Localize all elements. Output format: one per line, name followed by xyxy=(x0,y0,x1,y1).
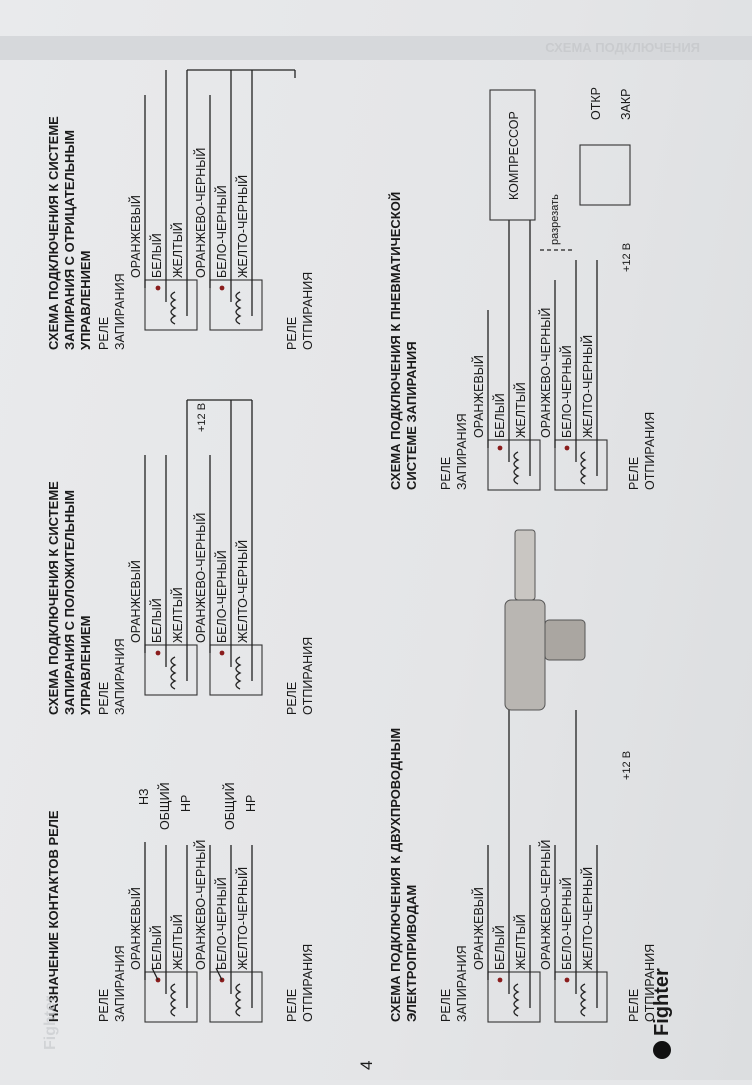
relay-lock-label-2: ЗАПИРАНИЯ xyxy=(113,945,127,1022)
section-relay-contacts: НАЗНАЧЕНИЕ КОНТАКТОВ РЕЛЕ РЕЛЕ ЗАПИРАНИЯ… xyxy=(46,782,315,1023)
contact-common: ОБЩИЙ xyxy=(157,782,172,830)
svg-text:РЕЛЕ: РЕЛЕ xyxy=(439,457,453,490)
brand-name: Fighter xyxy=(651,968,673,1036)
svg-text:ЗАПИРАНИЯ С ПОЛОЖИТЕЛЬНЫМ: ЗАПИРАНИЯ С ПОЛОЖИТЕЛЬНЫМ xyxy=(62,490,77,715)
close-label: ЗАКР xyxy=(619,88,633,120)
section-title: СХЕМА ПОДКЛЮЧЕНИЯ К СИСТЕМЕ xyxy=(46,481,61,715)
section-two-wire: СХЕМА ПОДКЛЮЧЕНИЯ К ДВУХПРОВОДНЫМ ЭЛЕКТР… xyxy=(388,529,657,1023)
svg-text:БЕЛО-ЧЕРНЫЙ: БЕЛО-ЧЕРНЫЙ xyxy=(214,550,229,643)
relay-lock-box xyxy=(144,971,198,1023)
svg-text:ЗАПИРАНИЯ: ЗАПИРАНИЯ xyxy=(455,945,469,1022)
relay-unlock-label-2: ОТПИРАНИЯ xyxy=(301,944,315,1022)
contact-no: НР xyxy=(179,795,193,812)
open-label: ОТКР xyxy=(589,87,603,120)
svg-text:ЖЕЛТЫЙ: ЖЕЛТЫЙ xyxy=(170,587,185,643)
section-positive-control: СХЕМА ПОДКЛЮЧЕНИЯ К СИСТЕМЕ ЗАПИРАНИЯ С … xyxy=(46,399,315,715)
relay-unlock-box xyxy=(209,644,263,696)
brand-logo: Fighter xyxy=(651,968,673,1059)
svg-text:СИСТЕМЕ ЗАПИРАНИЯ: СИСТЕМЕ ЗАПИРАНИЯ xyxy=(404,341,419,490)
svg-text:ОРАНЖЕВО-ЧЕРНЫЙ: ОРАНЖЕВО-ЧЕРНЫЙ xyxy=(193,513,208,643)
svg-text:УПРАВЛЕНИЕМ: УПРАВЛЕНИЕМ xyxy=(78,616,93,715)
cut-label: разрезать xyxy=(549,194,561,245)
svg-text:ЗАПИРАНИЯ: ЗАПИРАНИЯ xyxy=(113,273,127,350)
svg-text:БЕЛЫЙ: БЕЛЫЙ xyxy=(492,925,507,970)
supply-label: +12 В xyxy=(196,403,208,432)
svg-text:ОТПИРАНИЯ: ОТПИРАНИЯ xyxy=(643,944,657,1022)
svg-text:ЖЕЛТО-ЧЕРНЫЙ: ЖЕЛТО-ЧЕРНЫЙ xyxy=(235,175,250,278)
ghost-footer-text: Fighter xyxy=(42,996,59,1050)
section-title: НАЗНАЧЕНИЕ КОНТАКТОВ РЕЛЕ xyxy=(46,810,61,1022)
relay-unlock-box xyxy=(209,971,263,1023)
svg-text:ЭЛЕКТРОПРИВОДАМ: ЭЛЕКТРОПРИВОДАМ xyxy=(404,885,419,1022)
relay-coil xyxy=(170,983,177,1017)
contact-nc: НЗ xyxy=(137,788,151,805)
svg-text:ОРАНЖЕВО-ЧЕРНЫЙ: ОРАНЖЕВО-ЧЕРНЫЙ xyxy=(538,308,553,438)
svg-text:БЕЛЫЙ: БЕЛЫЙ xyxy=(149,598,164,643)
svg-text:ЗАПИРАНИЯ: ЗАПИРАНИЯ xyxy=(455,413,469,490)
svg-text:ЖЕЛТО-ЧЕРНЫЙ: ЖЕЛТО-ЧЕРНЫЙ xyxy=(580,335,595,438)
svg-text:БЕЛО-ЧЕРНЫЙ: БЕЛО-ЧЕРНЫЙ xyxy=(214,185,229,278)
relay-lock-label: РЕЛЕ xyxy=(97,989,111,1022)
wire-label-white-black: БЕЛО-ЧЕРНЫЙ xyxy=(214,877,229,970)
svg-text:ЗАПИРАНИЯ С ОТРИЦАТЕЛЬНЫМ: ЗАПИРАНИЯ С ОТРИЦАТЕЛЬНЫМ xyxy=(62,130,77,350)
svg-text:СХЕМА ПОДКЛЮЧЕНИЯ К СИСТЕМЕ: СХЕМА ПОДКЛЮЧЕНИЯ К СИСТЕМЕ xyxy=(46,116,61,350)
wire-label-orange-black: ОРАНЖЕВО-ЧЕРНЫЙ xyxy=(193,840,208,970)
page-number: 4 xyxy=(357,1061,376,1070)
svg-text:ЖЕЛТЫЙ: ЖЕЛТЫЙ xyxy=(513,382,528,438)
svg-text:РЕЛЕ: РЕЛЕ xyxy=(627,457,641,490)
compressor-box xyxy=(489,89,536,221)
svg-text:РЕЛЕ: РЕЛЕ xyxy=(627,989,641,1022)
svg-text:+12 В: +12 В xyxy=(621,243,633,272)
relay-unlock-label: РЕЛЕ xyxy=(285,989,299,1022)
svg-text:ОРАНЖЕВЫЙ: ОРАНЖЕВЫЙ xyxy=(128,195,143,278)
wire-label-yellow-black: ЖЕЛТО-ЧЕРНЫЙ xyxy=(235,867,250,970)
relay-lock-box xyxy=(144,644,198,696)
svg-text:ОТПИРАНИЯ: ОТПИРАНИЯ xyxy=(301,637,315,715)
wire-label-white: БЕЛЫЙ xyxy=(149,925,164,970)
actuator-drawing xyxy=(504,529,586,711)
svg-text:ЖЕЛТО-ЧЕРНЫЙ: ЖЕЛТО-ЧЕРНЫЙ xyxy=(235,540,250,643)
svg-text:ЖЕЛТО-ЧЕРНЫЙ: ЖЕЛТО-ЧЕРНЫЙ xyxy=(580,867,595,970)
svg-text:ЗАПИРАНИЯ: ЗАПИРАНИЯ xyxy=(113,638,127,715)
ghost-header-band xyxy=(0,36,752,60)
svg-text:БЕЛО-ЧЕРНЫЙ: БЕЛО-ЧЕРНЫЙ xyxy=(559,345,574,438)
svg-text:УПРАВЛЕНИЕМ: УПРАВЛЕНИЕМ xyxy=(78,251,93,350)
svg-text:РЕЛЕ: РЕЛЕ xyxy=(97,317,111,350)
svg-text:ОРАНЖЕВЫЙ: ОРАНЖЕВЫЙ xyxy=(128,560,143,643)
wire-label-yellow: ЖЕЛТЫЙ xyxy=(170,914,185,970)
svg-text:ЖЕЛТЫЙ: ЖЕЛТЫЙ xyxy=(513,914,528,970)
svg-text:БЕЛЫЙ: БЕЛЫЙ xyxy=(492,393,507,438)
svg-text:ОРАНЖЕВЫЙ: ОРАНЖЕВЫЙ xyxy=(471,887,486,970)
svg-text:ОРАНЖЕВЫЙ: ОРАНЖЕВЫЙ xyxy=(471,355,486,438)
svg-text:+12 В: +12 В xyxy=(621,751,633,780)
svg-text:РЕЛЕ: РЕЛЕ xyxy=(97,682,111,715)
svg-text:ОРАНЖЕВО-ЧЕРНЫЙ: ОРАНЖЕВО-ЧЕРНЫЙ xyxy=(538,840,553,970)
valve-box xyxy=(579,144,631,206)
svg-text:ОРАНЖЕВО-ЧЕРНЫЙ: ОРАНЖЕВО-ЧЕРНЫЙ xyxy=(193,148,208,278)
svg-text:РЕЛЕ: РЕЛЕ xyxy=(285,682,299,715)
svg-text:СХЕМА ПОДКЛЮЧЕНИЯ К ДВУХПРОВОД: СХЕМА ПОДКЛЮЧЕНИЯ К ДВУХПРОВОДНЫМ xyxy=(388,728,403,1022)
contact-no-2: НР xyxy=(244,795,258,812)
svg-text:БЕЛЫЙ: БЕЛЫЙ xyxy=(149,233,164,278)
svg-text:ОТПИРАНИЯ: ОТПИРАНИЯ xyxy=(643,412,657,490)
section-negative-control: СХЕМА ПОДКЛЮЧЕНИЯ К СИСТЕМЕ ЗАПИРАНИЯ С … xyxy=(46,69,315,350)
svg-text:СХЕМА ПОДКЛЮЧЕНИЯ К ПНЕВМАТИЧЕ: СХЕМА ПОДКЛЮЧЕНИЯ К ПНЕВМАТИЧЕСКОЙ xyxy=(388,192,403,490)
svg-text:РЕЛЕ: РЕЛЕ xyxy=(439,989,453,1022)
section-pneumatic: СХЕМА ПОДКЛЮЧЕНИЯ К ПНЕВМАТИЧЕСКОЙ СИСТЕ… xyxy=(388,87,657,491)
ghost-header-text: СХЕМА ПОДКЛЮЧЕНИЯ xyxy=(545,40,700,55)
wire-label-orange: ОРАНЖЕВЫЙ xyxy=(128,887,143,970)
compressor-label: КОМПРЕССОР xyxy=(507,111,521,200)
svg-text:РЕЛЕ: РЕЛЕ xyxy=(285,317,299,350)
svg-text:ЖЕЛТЫЙ: ЖЕЛТЫЙ xyxy=(170,222,185,278)
svg-text:ОТПИРАНИЯ: ОТПИРАНИЯ xyxy=(301,272,315,350)
contact-common-2: ОБЩИЙ xyxy=(222,782,237,830)
brand-logo-icon xyxy=(653,1041,671,1059)
svg-text:БЕЛО-ЧЕРНЫЙ: БЕЛО-ЧЕРНЫЙ xyxy=(559,877,574,970)
